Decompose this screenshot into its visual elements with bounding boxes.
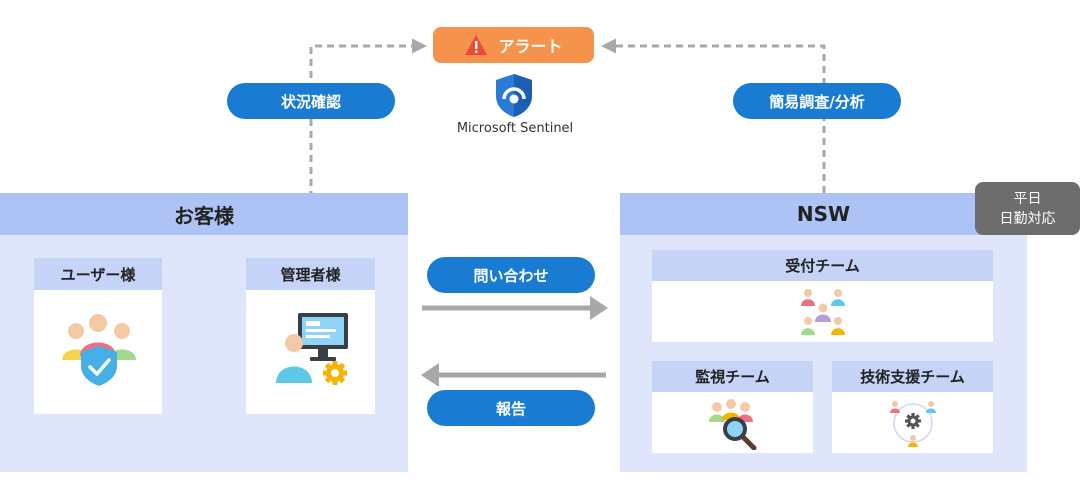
report-label: 報告 xyxy=(495,399,526,418)
inquiry-label: 問い合わせ xyxy=(473,266,549,285)
support-team-header: 技術支援チーム xyxy=(832,361,993,392)
team-magnifier-icon xyxy=(709,399,757,450)
quick-analysis-label: 簡易調査/分析 xyxy=(769,92,865,111)
inquiry-pill: 問い合わせ xyxy=(427,257,595,293)
support-team-title: 技術支援チーム xyxy=(860,368,965,386)
user-card-title: ユーザー様 xyxy=(60,265,136,284)
report-arrow xyxy=(421,363,606,387)
customer-title: お客様 xyxy=(174,203,234,228)
warning-icon xyxy=(465,35,488,55)
reception-team-title: 受付チーム xyxy=(785,257,860,275)
team-gear-icon xyxy=(890,401,936,447)
status-check-pill: 状況確認 xyxy=(227,83,395,119)
admin-computer-gear-icon xyxy=(276,313,348,385)
badge-line1: 平日 xyxy=(1013,190,1042,207)
user-card-header: ユーザー様 xyxy=(34,258,162,290)
nsw-panel-header: NSW xyxy=(620,193,1027,235)
weekday-badge: 平日 日勤対応 xyxy=(975,182,1080,235)
admin-card-header: 管理者様 xyxy=(246,258,375,290)
alert-box: アラート xyxy=(433,27,594,63)
users-shield-icon xyxy=(62,314,136,386)
status-check-label: 状況確認 xyxy=(280,92,341,111)
inquiry-arrow xyxy=(422,296,608,320)
admin-card-title: 管理者様 xyxy=(280,265,341,284)
sentinel-label: Microsoft Sentinel xyxy=(456,121,574,136)
reception-team-header: 受付チーム xyxy=(652,250,993,281)
badge-line2: 日勤対応 xyxy=(999,210,1056,227)
team-people-icon xyxy=(801,289,845,335)
dashed-connector-right xyxy=(601,38,826,193)
microsoft-sentinel-icon xyxy=(496,74,532,117)
report-pill: 報告 xyxy=(427,390,595,426)
nsw-title: NSW xyxy=(796,202,851,226)
customer-panel-header: お客様 xyxy=(0,193,408,235)
monitoring-team-header: 監視チーム xyxy=(652,361,813,392)
quick-analysis-pill: 簡易調査/分析 xyxy=(733,83,901,119)
alert-label: アラート xyxy=(498,37,563,56)
monitoring-team-title: 監視チーム xyxy=(695,368,770,386)
